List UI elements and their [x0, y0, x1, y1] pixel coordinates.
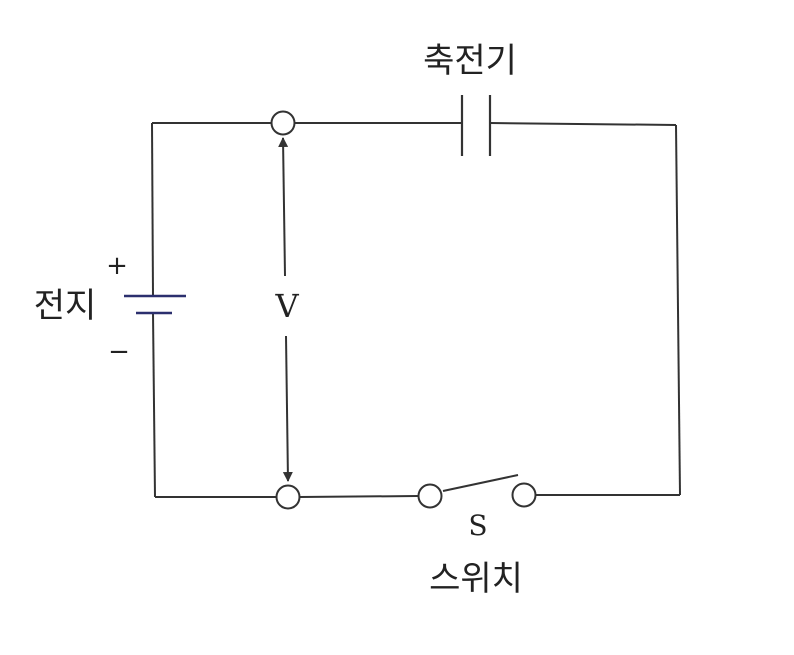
switch-terminal-left	[417, 483, 443, 509]
switch-symbol-label: S	[468, 509, 487, 542]
voltage-arrow-up	[278, 137, 289, 277]
terminal-bottom	[275, 484, 301, 510]
wire-right	[675, 124, 681, 496]
switch-terminal-right	[511, 482, 537, 508]
battery-minus-sign: −	[108, 337, 130, 367]
capacitor-label: 축전기	[423, 41, 517, 81]
wire-top-right	[489, 122, 677, 126]
voltage-label: V	[274, 287, 299, 325]
terminal-top	[270, 110, 296, 136]
voltage-arrow-down	[282, 335, 293, 482]
switch-blade	[442, 474, 519, 492]
wire-left-upper	[151, 122, 154, 297]
battery-label: 전지	[34, 286, 97, 326]
battery-plus-sign: +	[106, 251, 128, 281]
switch-label: 스위치	[429, 559, 523, 599]
wire-left-lower	[152, 312, 156, 498]
wire-bottom-middle	[299, 495, 419, 498]
